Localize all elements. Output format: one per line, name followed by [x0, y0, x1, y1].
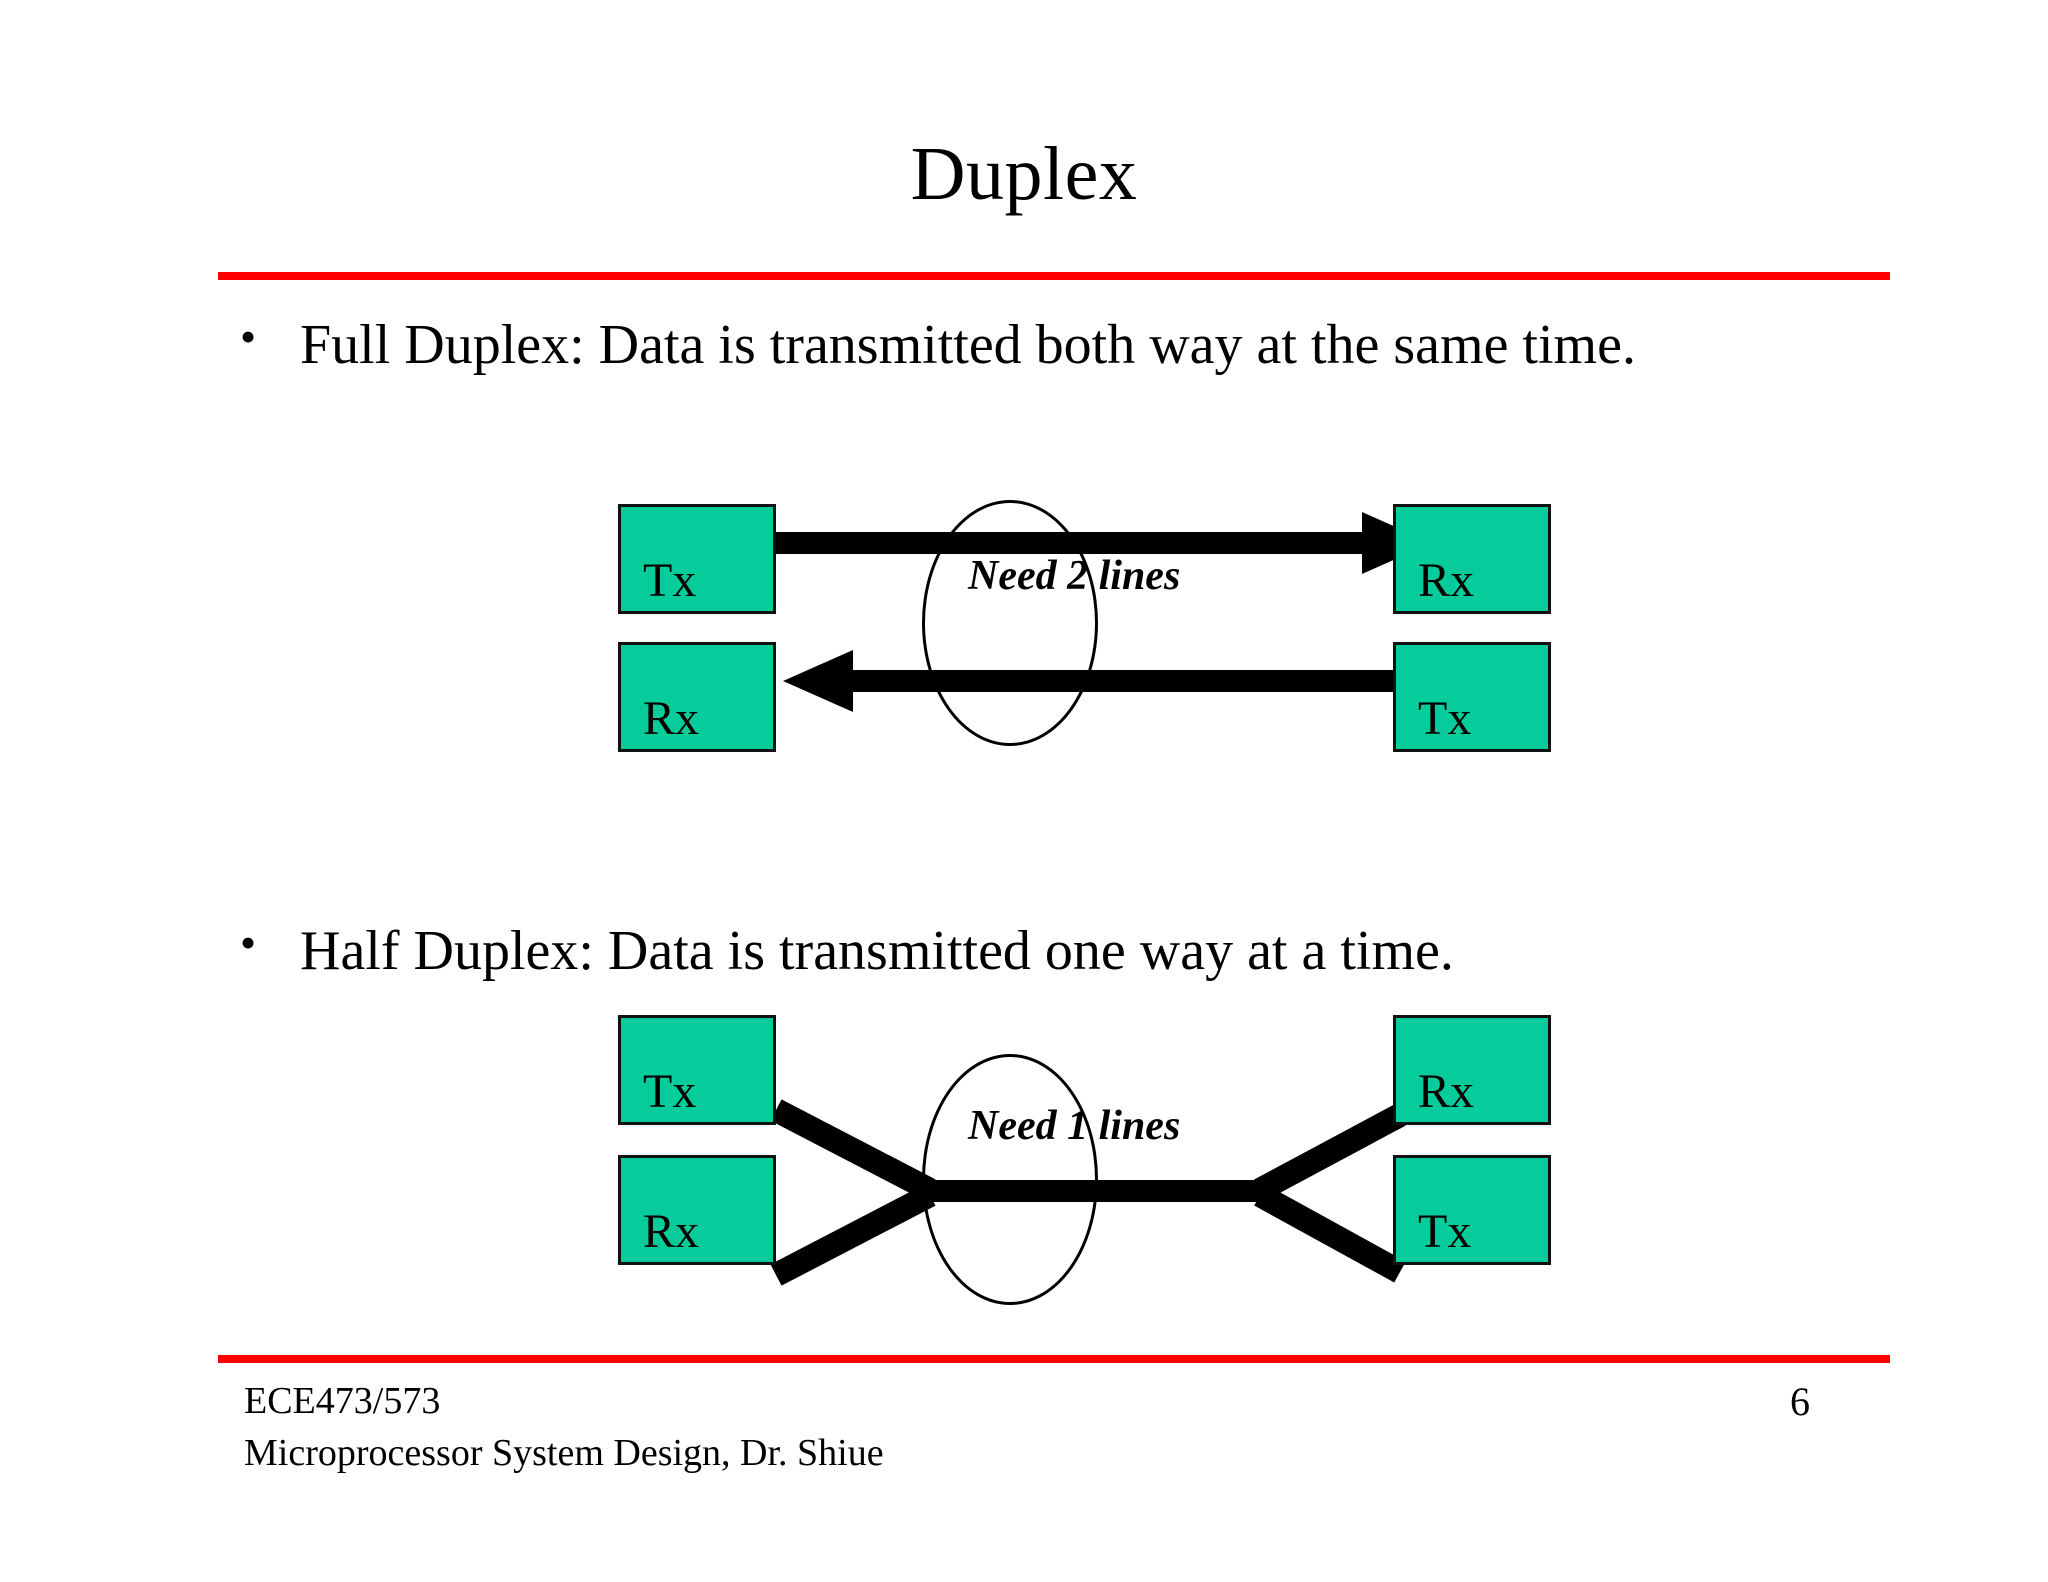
- footer-credits: ECE473/573 Microprocessor System Design,…: [244, 1375, 884, 1479]
- link-left-lower: [770, 1184, 936, 1286]
- node-left-tx-label-2: Tx: [643, 1065, 697, 1118]
- node-right-tx-label: Tx: [1418, 692, 1472, 745]
- top-divider: [218, 272, 1890, 280]
- footer-course-title: Microprocessor System Design, Dr. Shiue: [244, 1432, 884, 1474]
- diagram-half-duplex: Need 1 lines Tx Rx Rx Tx: [600, 1010, 1600, 1305]
- bullet-marker-icon: •: [240, 311, 257, 362]
- bullet-text-full-duplex: Full Duplex: Data is transmitted both wa…: [300, 314, 1636, 376]
- link-right-lower: [1254, 1184, 1406, 1283]
- node-left-tx-2: Tx: [618, 1015, 776, 1125]
- node-left-rx-label: Rx: [643, 692, 700, 745]
- channel-ellipse-2: [922, 1054, 1098, 1305]
- page-title: Duplex: [910, 132, 1138, 216]
- node-right-rx-2: Rx: [1393, 1015, 1551, 1125]
- node-left-rx-label-2: Rx: [643, 1205, 700, 1258]
- link-left-upper: [770, 1099, 936, 1201]
- node-left-tx: Tx: [618, 504, 776, 614]
- diagram-full-duplex: Need 2 lines Tx Rx Rx Tx: [600, 490, 1600, 770]
- link-right-upper: [1254, 1104, 1406, 1201]
- node-left-rx: Rx: [618, 642, 776, 752]
- annotation-need-lines: Need 2 lines: [968, 553, 1181, 599]
- node-right-rx-label: Rx: [1418, 554, 1475, 607]
- node-left-tx-label: Tx: [643, 554, 697, 607]
- annotation-need-lines-2: Need 1 lines: [968, 1103, 1181, 1149]
- channel-ellipse: [922, 500, 1098, 746]
- bullet-marker-icon-2: •: [240, 917, 257, 968]
- node-left-rx-2: Rx: [618, 1155, 776, 1265]
- bullet-item-half-duplex: • Half Duplex: Data is transmitted one w…: [240, 912, 1454, 990]
- bullet-item-full-duplex: • Full Duplex: Data is transmitted both …: [240, 306, 1636, 384]
- node-right-tx-2: Tx: [1393, 1155, 1551, 1265]
- bottom-divider: [218, 1355, 1890, 1363]
- bullet-text-half-duplex: Half Duplex: Data is transmitted one way…: [300, 920, 1454, 982]
- node-right-rx: Rx: [1393, 504, 1551, 614]
- node-right-rx-label-2: Rx: [1418, 1065, 1475, 1118]
- node-right-tx: Tx: [1393, 642, 1551, 752]
- node-right-tx-label-2: Tx: [1418, 1205, 1472, 1258]
- link-arrow-left: [783, 650, 1445, 712]
- page-number: 6: [1790, 1379, 1810, 1424]
- footer-course-code: ECE473/573: [244, 1380, 441, 1422]
